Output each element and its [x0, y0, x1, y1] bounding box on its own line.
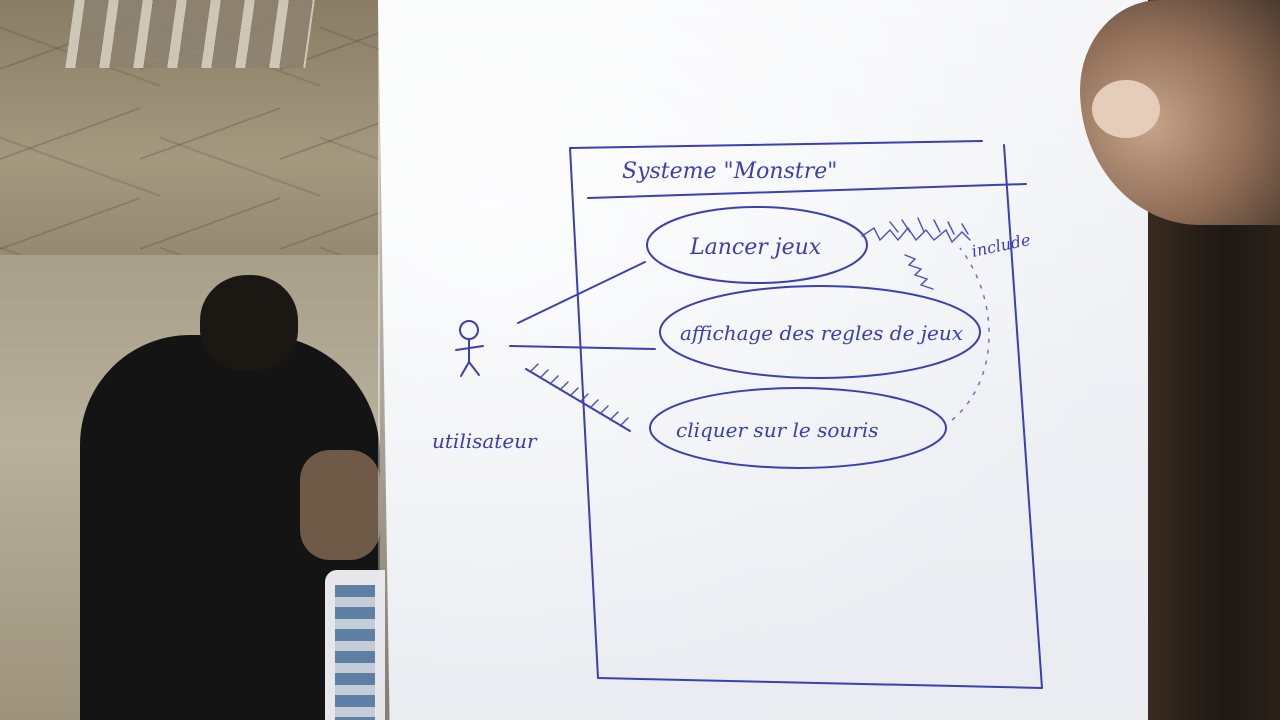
crossed-out-note	[861, 217, 971, 290]
system-boundary	[569, 140, 1043, 689]
use-case-label-1: Lancer jeux	[689, 235, 822, 260]
use-case-ellipse-2	[659, 285, 981, 379]
use-case-label-3: cliquer sur le souris	[676, 418, 879, 442]
system-title-divider	[587, 183, 1027, 199]
person-arm	[300, 450, 380, 560]
use-case-ellipse-1	[646, 206, 868, 284]
use-case-label-2: affichage des regles de jeux	[680, 321, 963, 345]
use-case-ellipse-3	[649, 387, 947, 469]
actor-stick-figure	[455, 320, 484, 377]
person-head	[200, 275, 298, 370]
include-dependency	[951, 247, 990, 421]
crossed-out-association	[525, 363, 631, 432]
association-line-1	[517, 261, 646, 324]
include-label: include	[970, 230, 1032, 261]
thumbnail-nail	[1092, 80, 1160, 138]
actor-label: utilisateur	[432, 429, 538, 453]
chair-pattern	[335, 585, 375, 720]
association-line-2	[509, 345, 656, 350]
system-title: Systeme "Monstre"	[622, 159, 837, 184]
